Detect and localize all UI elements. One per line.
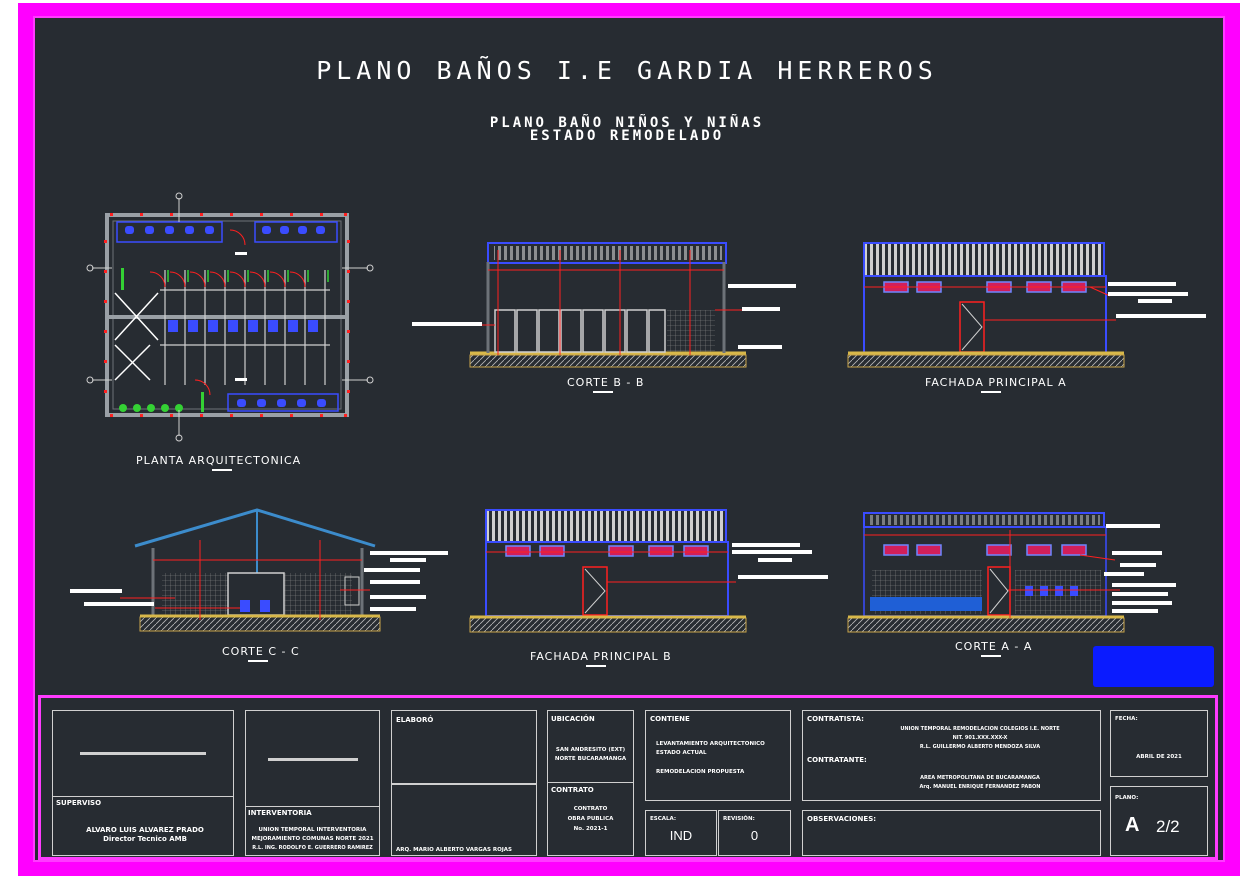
- tb-superviso-label: SUPERVISO: [56, 799, 102, 807]
- tb-contiene-line-1: LEVANTAMIENTO ARQUITECTONICO: [656, 741, 765, 747]
- tb-revision: [718, 810, 791, 856]
- tb-superviso-divider: [52, 796, 234, 797]
- tb-interventoria-signature-line: [268, 758, 358, 761]
- tb-interventoria: [245, 710, 380, 856]
- tb-contratista-label: CONTRATISTA:: [807, 715, 864, 723]
- tb-plano-letter: A: [1125, 814, 1140, 836]
- tb-ubicacion: [547, 710, 634, 856]
- tb-contrato-label: CONTRATO: [551, 786, 594, 794]
- tb-contratista-line-3: R.L. GUILLERMO ALBERTO MENDOZA SILVA: [919, 744, 1041, 750]
- tb-superviso-signature-line: [80, 752, 206, 755]
- tb-contiene: [645, 710, 791, 801]
- section-c: [70, 508, 448, 632]
- tb-contrato-line-1: CONTRATO: [573, 806, 608, 812]
- tb-ubicacion-label: UBICACIÓN: [551, 715, 595, 723]
- tb-interventoria-line-1: UNION TEMPORAL INTERVENTORIA: [258, 827, 367, 833]
- tb-superviso-role: Director Tecnico AMB: [103, 835, 187, 843]
- tb-observaciones: [802, 810, 1101, 856]
- tb-interventoria-label: INTERVENTORIA: [248, 809, 312, 817]
- floor-plan: [86, 192, 374, 442]
- highlight-block: [1093, 646, 1214, 687]
- tb-fecha: [1110, 710, 1208, 777]
- drawings-svg: [70, 192, 1214, 687]
- tb-revision-label: REVISIÓN:: [723, 816, 755, 822]
- tb-interventoria-line-2: MEJORAMIENTO COMUNAS NORTE 2021: [251, 836, 374, 842]
- tb-fecha-label: FECHA:: [1115, 716, 1138, 722]
- tb-contrato-line-3: No. 2021-1: [573, 826, 608, 832]
- title-block: [38, 695, 1218, 860]
- tb-ubicacion-line-1: SAN ANDRESITO (EXT): [555, 747, 626, 753]
- tb-fecha-value: ABRIL DE 2021: [1136, 754, 1182, 760]
- tb-superviso-name: ALVARO LUIS ALVAREZ PRADO: [86, 826, 204, 834]
- tb-elaboro-name: ARQ. MARIO ALBERTO VARGAS ROJAS: [396, 847, 513, 853]
- label-fachada-a: FACHADA PRINCIPAL A: [925, 376, 1067, 393]
- facade-b: [469, 509, 828, 633]
- facade-a: [847, 242, 1206, 368]
- tb-contratista-line-2: NIT. 901.XXX.XXX-X: [952, 735, 1008, 741]
- label-corte-b: CORTE B - B: [567, 376, 644, 393]
- tb-plano-number: 2/2: [1156, 817, 1180, 836]
- tb-superviso: [52, 710, 234, 856]
- sheet-title: PLANO BAÑOS I.E GARDIA HERREROS: [316, 56, 938, 85]
- tb-contratante-label: CONTRATANTE:: [807, 756, 867, 764]
- tb-contiene-line-3: REMODELACION PROPUESTA: [656, 769, 745, 775]
- sheet-subtitle-2: ESTADO REMODELADO: [529, 128, 725, 144]
- tb-ubicacion-divider: [547, 782, 634, 783]
- section-b: [412, 242, 796, 368]
- tb-contrato-line-2: OBRA PUBLICA: [567, 816, 614, 822]
- tb-elaboro-divider: [391, 783, 537, 785]
- tb-elaboro-label: ELABORÓ: [396, 716, 434, 724]
- label-planta: PLANTA ARQUITECTONICA: [136, 454, 301, 471]
- tb-interventoria-line-3: R.L. ING. RODOLFO E. GUERRERO RAMIREZ: [252, 845, 373, 851]
- tb-interventoria-divider: [245, 806, 380, 807]
- tb-ubicacion-line-2: NORTE BUCARAMANGA: [554, 756, 627, 762]
- tb-plano-label: PLANO:: [1115, 795, 1139, 801]
- sheet-subtitle-1: PLANO BAÑO NIÑOS Y NIÑAS: [489, 115, 765, 131]
- tb-contratista-line-1: UNION TEMPORAL REMODELACION COLEGIOS I.E…: [900, 726, 1060, 732]
- tb-escala: [645, 810, 717, 856]
- label-corte-a: CORTE A - A: [955, 640, 1032, 657]
- label-corte-c: CORTE C - C: [222, 645, 300, 662]
- tb-escala-value: IND: [669, 828, 693, 843]
- tb-contratista: [802, 710, 1101, 801]
- tb-contiene-line-2: ESTADO ACTUAL: [656, 750, 707, 756]
- section-a: [847, 512, 1176, 633]
- tb-contiene-label: CONTIENE: [650, 715, 690, 723]
- tb-revision-value: 0: [750, 828, 759, 843]
- label-fachada-b: FACHADA PRINCIPAL B: [530, 650, 672, 667]
- tb-observaciones-label: OBSERVACIONES:: [807, 815, 877, 823]
- tb-escala-label: ESCALA:: [650, 816, 677, 822]
- tb-plano: [1110, 786, 1208, 856]
- tb-contratante-line-1: AREA METROPOLITANA DE BUCARAMANGA: [920, 775, 1040, 781]
- tb-contratante-line-2: Arq. MANUEL ENRIQUE FERNANDEZ PABON: [919, 784, 1041, 790]
